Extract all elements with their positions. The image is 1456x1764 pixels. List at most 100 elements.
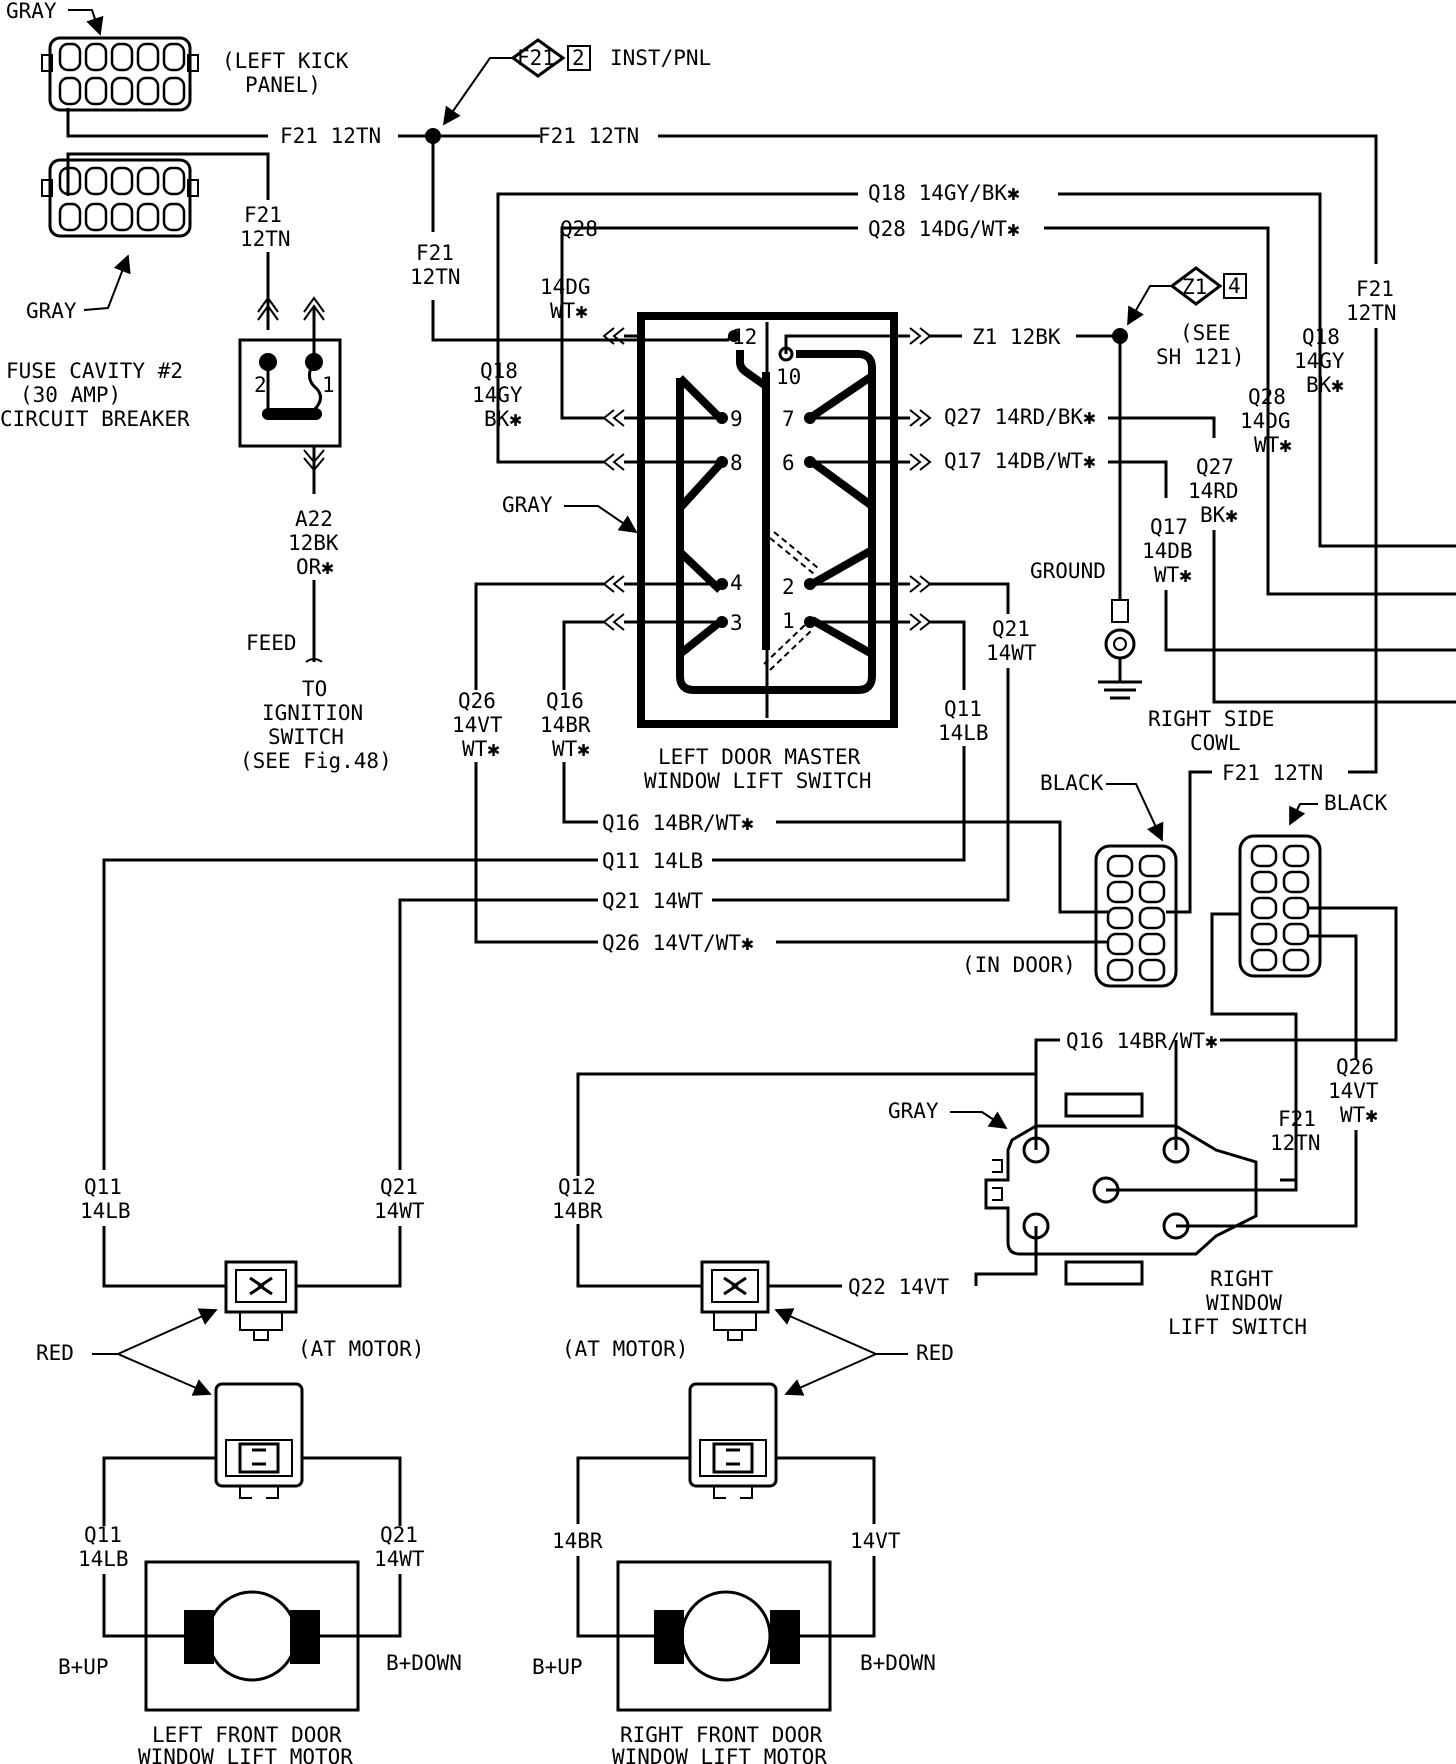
breaker-pin-1: 1 [322, 373, 335, 397]
left-motor-plug [214, 1382, 304, 1499]
q11-left-motor-1: Q11 [84, 1175, 122, 1199]
gray-label: GRAY [6, 0, 57, 23]
pin-2: 2 [782, 575, 795, 599]
q26-q16-master-wires: Q26 14VT WT✱ Q16 14BR WT✱ [452, 582, 604, 944]
right-front-motor-1: RIGHT FRONT DOOR [620, 1723, 823, 1747]
f21-center-vert-2: 12TN [410, 265, 461, 289]
door-harness-wires: Q16 14BR/WT✱ Q11 14LB Q21 14WT Q26 14VT/… [102, 811, 1120, 1170]
q26-right-vert-2: 14VT [1328, 1079, 1379, 1103]
right-side-cowl-2: COWL [1190, 731, 1241, 755]
q18-far-right-1: Q18 [1302, 325, 1340, 349]
pin-7: 7 [782, 407, 795, 431]
circuit-breaker: 2 1 FUSE CAVITY #2 (30 AMP) CIRCUIT BREA… [0, 296, 392, 773]
pin-1: 1 [782, 609, 795, 633]
q17-horiz: Q17 14DB/WT✱ [944, 449, 1096, 473]
q27-vert-2: 14RD [1188, 479, 1239, 503]
q12-vert-2: 14BR [552, 1199, 603, 1223]
right-black-connector: BLACK [1210, 791, 1398, 1182]
to-ignition-2: IGNITION [262, 701, 363, 725]
q28-top: Q28 14DG/WT✱ [868, 217, 1020, 241]
q27-q17-wires: Q27 14RD/BK✱ Q17 14DB/WT✱ Q27 14RD BK✱ Q… [944, 405, 1456, 704]
q11-left-motor-2: 14LB [80, 1199, 131, 1223]
feed-label: FEED [246, 631, 297, 655]
f21-right-switch-2: 12TN [1270, 1131, 1321, 1155]
f21-vert-left-2: 12TN [240, 227, 291, 251]
f21-center-vert-1: F21 [416, 241, 454, 265]
black-label-1: BLACK [1040, 771, 1104, 795]
q11-bottom-2: 14LB [78, 1547, 129, 1571]
q26-vert-2: 14VT [452, 713, 503, 737]
f21-far-right-2: 12TN [1346, 301, 1397, 325]
q18-far-right-3: BK✱ [1306, 373, 1344, 397]
q21-left-motor-2: 14WT [374, 1199, 425, 1223]
q21-left-motor-1: Q21 [380, 1175, 418, 1199]
q28-vert-3: WT✱ [550, 299, 588, 323]
q11-horiz: Q11 14LB [602, 849, 703, 873]
right-window-lift-2: WINDOW [1206, 1291, 1282, 1315]
z1-ground: Z1 12BK Z1 4 (SEE SH 121) GROUND RIGHT S… [930, 266, 1274, 755]
q26-right-vert-1: Q26 [1336, 1055, 1374, 1079]
q21-horiz: Q21 14WT [602, 889, 704, 913]
b-down-right: B+DOWN [860, 1651, 936, 1675]
left-kick-panel-line2: PANEL) [245, 73, 321, 97]
breaker-pin-2: 2 [254, 373, 267, 397]
q28-vert-1: Q28 [560, 217, 598, 241]
q16-vert-2: 14BR [540, 713, 591, 737]
left-front-motor-1: LEFT FRONT DOOR [152, 1723, 342, 1747]
q18-top: Q18 14GY/BK✱ [868, 181, 1020, 205]
inst-pnl-code: F21 [517, 46, 555, 70]
q21-master-1: Q21 [992, 617, 1030, 641]
q27-horiz: Q27 14RD/BK✱ [944, 405, 1096, 429]
right-window-lift-switch: Q16 14BR/WT✱ Q26 14VT WT✱ F21 12TN GRAY … [888, 1029, 1379, 1339]
q27-vert-3: BK✱ [1200, 503, 1238, 527]
q18-far-right-2: 14GY [1294, 349, 1345, 373]
pin-12: 12 [732, 325, 757, 349]
kick-panel-cavities [58, 42, 186, 106]
q21-bottom-2: 14WT [374, 1547, 425, 1571]
master-left-chevrons [602, 327, 722, 631]
at-motor-right: (AT MOTOR) [562, 1337, 688, 1361]
gray-master-label: GRAY [502, 493, 553, 517]
left-kick-panel-connector: GRAY (LEFT KICK PANEL) [6, 0, 349, 112]
ground-label: GROUND [1030, 559, 1106, 583]
in-door-label: (IN DOOR) [962, 953, 1076, 977]
q21-bottom-1: Q21 [380, 1523, 418, 1547]
right-side-cowl-1: RIGHT SIDE [1148, 707, 1274, 731]
b-down-left: B+DOWN [386, 1651, 462, 1675]
to-ignition-1: TO [302, 677, 327, 701]
f21-vert-left-1: F21 [244, 203, 282, 227]
q22-horiz: Q22 14VT [848, 1275, 950, 1299]
z1-num: 4 [1228, 274, 1241, 298]
z1-code: Z1 [1182, 275, 1207, 299]
red-right: RED [916, 1341, 954, 1365]
to-ignition-4: (SEE Fig.48) [240, 749, 392, 773]
q21-master-2: 14WT [986, 641, 1037, 665]
a22-line3: OR✱ [296, 555, 334, 579]
b-up-left: B+UP [58, 1655, 109, 1679]
master-right-chevrons [784, 327, 932, 631]
a22-line1: A22 [295, 507, 333, 531]
pin-4: 4 [730, 571, 743, 595]
q16-horiz-right: Q16 14BR/WT✱ [1066, 1029, 1218, 1053]
b-up-right: B+UP [532, 1655, 583, 1679]
red-left: RED [36, 1341, 74, 1365]
q18-vert-3: BK✱ [484, 407, 522, 431]
q18-vert-2: 14GY [472, 383, 523, 407]
inst-pnl-num: 2 [572, 46, 585, 70]
left-front-motor-2: WINDOW LIFT MOTOR [138, 1745, 353, 1764]
at-motor-left: (AT MOTOR) [298, 1337, 424, 1361]
q12-q22-wires: Q22 14VT Q12 14BR [552, 1072, 1038, 1299]
see-sh121-2: SH 121) [1156, 345, 1245, 369]
q21-q11-master-wires: Q21 14WT Q11 14LB [712, 582, 1037, 902]
left-motor-wiring: Q11 14LB Q21 14WT RED (AT MOTOR) Q11 14L… [36, 1175, 425, 1638]
pin-10: 10 [776, 365, 801, 389]
q18-q28-wires: Q18 14GY/BK✱ Q28 14DG/WT✱ Q28 14DG WT✱ Q… [472, 181, 1456, 774]
q18-vert-1: Q18 [480, 359, 518, 383]
pin-9: 9 [730, 407, 743, 431]
inst-pnl-callout: F21 2 INST/PNL [442, 38, 711, 126]
pin-3: 3 [730, 611, 743, 635]
f21-far-right-1: F21 [1356, 277, 1394, 301]
left-at-motor-connector [224, 1260, 298, 1341]
in-door-connector: BLACK F21 12TN (IN DOOR) [962, 761, 1323, 988]
